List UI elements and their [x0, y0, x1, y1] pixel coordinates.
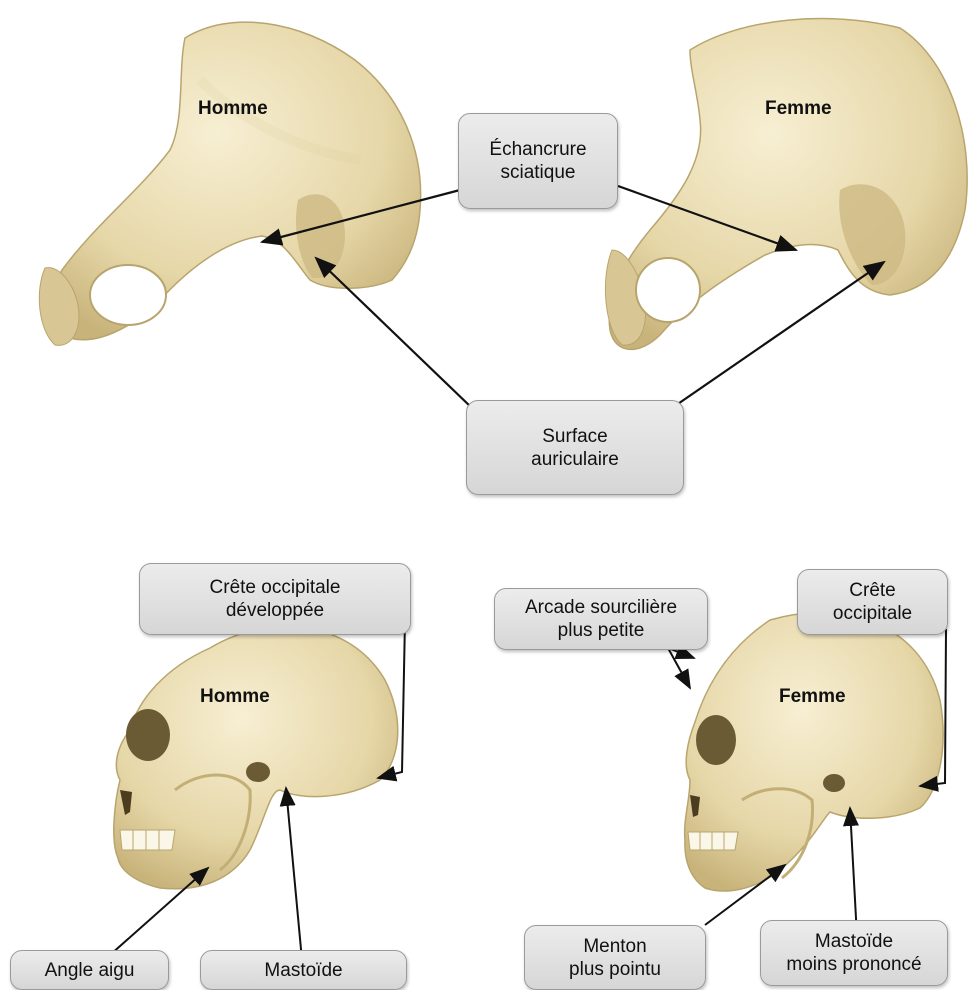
sciatic-notch-line1: Échancrure [489, 138, 586, 161]
female-chin-line2: plus pointu [569, 958, 661, 981]
male-mastoid-line1: Mastoïde [264, 959, 342, 982]
sciatic-notch-line2: sciatique [489, 161, 586, 184]
pelvis-male-label: Homme [198, 98, 268, 120]
female-brow-line1: Arcade sourcilière [525, 596, 677, 619]
female-mastoid-line1: Mastoïde [786, 930, 921, 953]
male-angle-callout: Angle aigu [10, 950, 169, 990]
male-angle-line1: Angle aigu [45, 959, 135, 982]
male-occipital-line1: Crête occipitale [210, 576, 341, 599]
female-brow-arrow-2 [668, 648, 690, 688]
female-chin-line1: Menton [569, 935, 661, 958]
skull-male-label: Homme [200, 686, 270, 708]
female-skull-bone [685, 613, 943, 891]
pelvis-female-label: Femme [765, 98, 832, 120]
auricular-arrow-male [316, 258, 472, 408]
female-pelvis-bone [605, 19, 967, 350]
male-mastoid-arrow [286, 788, 302, 960]
auricular-surface-line2: auriculaire [531, 448, 619, 471]
female-occipital-line1: Crête [833, 579, 912, 602]
female-occipital-line2: occipitale [833, 602, 912, 625]
auricular-surface-line1: Surface [531, 425, 619, 448]
skull-female-label: Femme [779, 686, 846, 708]
male-pelvis-bone [39, 22, 420, 345]
male-skull-bone [114, 626, 398, 888]
male-mastoid-callout: Mastoïde [200, 950, 407, 990]
female-brow-line2: plus petite [525, 619, 677, 642]
female-mastoid-line2: moins prononcé [786, 953, 921, 976]
male-occipital-line2: développée [210, 599, 341, 622]
